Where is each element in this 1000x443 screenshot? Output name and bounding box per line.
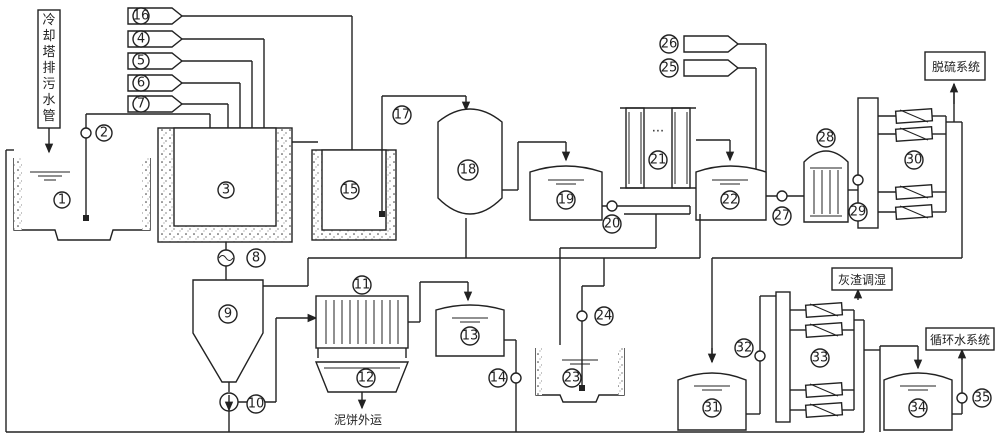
unit-28 bbox=[803, 150, 849, 223]
svg-text:13: 13 bbox=[462, 329, 479, 344]
membrane-bank-33 bbox=[790, 302, 855, 418]
tank-1 bbox=[13, 158, 151, 241]
svg-text:5: 5 bbox=[137, 54, 145, 69]
filter-press-11 bbox=[315, 295, 409, 349]
manifold-29 bbox=[857, 97, 879, 229]
svg-text:27: 27 bbox=[774, 209, 791, 224]
svg-text:17: 17 bbox=[394, 108, 411, 123]
svg-text:18: 18 bbox=[460, 163, 477, 178]
svg-text:7: 7 bbox=[137, 97, 145, 112]
desulfurization-box bbox=[924, 51, 986, 81]
svg-text:2: 2 bbox=[100, 126, 108, 141]
filter-cake-label: 泥饼外运 bbox=[334, 413, 382, 427]
svg-text:15: 15 bbox=[342, 183, 359, 198]
svg-text:冷: 冷 bbox=[42, 13, 55, 28]
svg-text:12: 12 bbox=[358, 371, 375, 386]
membrane-bank-30 bbox=[878, 108, 947, 220]
number-labels: 1 2 3 4 5 6 7 8 9 10 11 12 13 14 15 16 1… bbox=[53, 7, 992, 418]
svg-text:4: 4 bbox=[137, 32, 145, 47]
svg-text:16: 16 bbox=[133, 9, 150, 24]
svg-text:却: 却 bbox=[42, 29, 55, 44]
svg-text:14: 14 bbox=[490, 371, 507, 386]
svg-text:24: 24 bbox=[596, 309, 613, 324]
svg-text:26: 26 bbox=[661, 37, 678, 52]
svg-text:1: 1 bbox=[58, 193, 66, 208]
svg-text:11: 11 bbox=[354, 278, 371, 293]
svg-text:6: 6 bbox=[137, 76, 145, 91]
svg-text:28: 28 bbox=[818, 131, 835, 146]
svg-text:塔: 塔 bbox=[42, 45, 55, 60]
svg-text:22: 22 bbox=[722, 193, 739, 208]
svg-text:23: 23 bbox=[564, 371, 581, 386]
svg-text:21: 21 bbox=[650, 153, 667, 168]
ash-slag-box bbox=[831, 267, 893, 291]
svg-text:管: 管 bbox=[42, 109, 55, 124]
svg-text:20: 20 bbox=[604, 217, 621, 232]
svg-text:9: 9 bbox=[224, 307, 232, 322]
svg-text:30: 30 bbox=[906, 153, 923, 168]
dosing-bottle-26 bbox=[683, 35, 740, 53]
svg-text:污: 污 bbox=[42, 77, 55, 92]
svg-text:25: 25 bbox=[661, 61, 678, 76]
svg-text:33: 33 bbox=[812, 351, 829, 366]
svg-text:...: ... bbox=[652, 121, 664, 136]
svg-text:水: 水 bbox=[42, 93, 55, 108]
clarifier-9 bbox=[192, 279, 264, 383]
svg-text:32: 32 bbox=[736, 341, 753, 356]
svg-text:排: 排 bbox=[42, 61, 55, 76]
manifold-32 bbox=[775, 291, 791, 423]
circulating-water-label: 循环水系统 bbox=[930, 333, 990, 347]
dosing-bottle-25 bbox=[683, 59, 740, 77]
svg-text:29: 29 bbox=[850, 205, 867, 220]
svg-text:34: 34 bbox=[910, 401, 927, 416]
membrane-units-21 bbox=[620, 107, 696, 189]
desulfurization-label: 脱硫系统 bbox=[932, 59, 980, 74]
svg-text:8: 8 bbox=[252, 251, 260, 266]
svg-text:10: 10 bbox=[248, 397, 265, 412]
svg-text:19: 19 bbox=[558, 193, 575, 208]
ash-slag-label: 灰渣调湿 bbox=[838, 272, 886, 287]
cooling-tower-pipe-label: 冷 却 塔 排 污 水 管 bbox=[42, 13, 55, 124]
svg-text:31: 31 bbox=[704, 401, 721, 416]
svg-text:3: 3 bbox=[222, 183, 230, 198]
circulating-water-box bbox=[925, 327, 995, 351]
svg-text:35: 35 bbox=[974, 391, 991, 406]
